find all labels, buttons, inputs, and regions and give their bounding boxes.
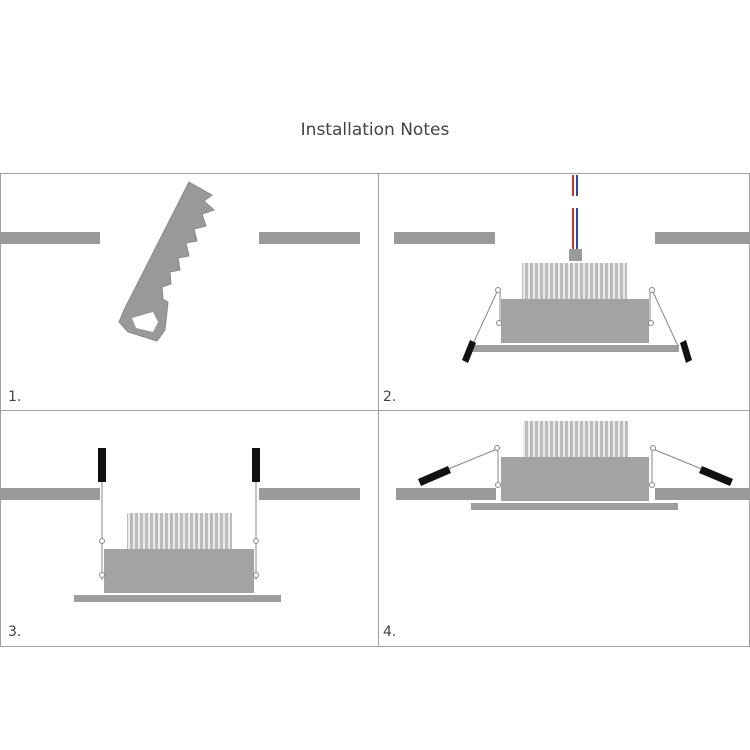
fixture-trim (471, 503, 678, 510)
page-title: Installation Notes (300, 120, 450, 140)
heatsink-fins (523, 421, 628, 457)
ceiling-board-left (0, 232, 100, 244)
downlight-fixture-icon (74, 513, 281, 602)
saw-icon (118, 181, 215, 342)
ceiling-board-right (655, 232, 750, 244)
ceiling-board-right (259, 488, 360, 500)
step-4-panel: 4. (383, 421, 750, 640)
ceiling-board-left (394, 232, 495, 244)
fixture-trim (74, 595, 281, 602)
spring-clip-icon (418, 445, 733, 488)
downlight-fixture-icon (471, 421, 678, 510)
step-label-3: 3. (8, 624, 21, 640)
step-3-panel: 3. (0, 448, 360, 640)
ceiling-board-right (655, 488, 750, 500)
spring-clip-icon (462, 287, 692, 363)
step-1-panel: 1. (0, 181, 360, 405)
fixture-body (104, 549, 254, 593)
fixture-body (501, 457, 649, 501)
ceiling-board-left (396, 488, 496, 500)
power-wire-icon (569, 175, 582, 261)
step-2-panel: 2. (383, 175, 750, 405)
fixture-trim (472, 345, 679, 352)
step-label-1: 1. (8, 389, 21, 405)
heatsink-fins (127, 513, 232, 549)
ceiling-board-left (0, 488, 100, 500)
step-label-4: 4. (383, 624, 396, 640)
heatsink-fins (522, 263, 627, 299)
spring-clip-icon (98, 448, 260, 580)
fixture-body (501, 299, 649, 343)
ceiling-board-right (259, 232, 360, 244)
downlight-fixture-icon (472, 263, 679, 352)
step-label-2: 2. (383, 389, 396, 405)
